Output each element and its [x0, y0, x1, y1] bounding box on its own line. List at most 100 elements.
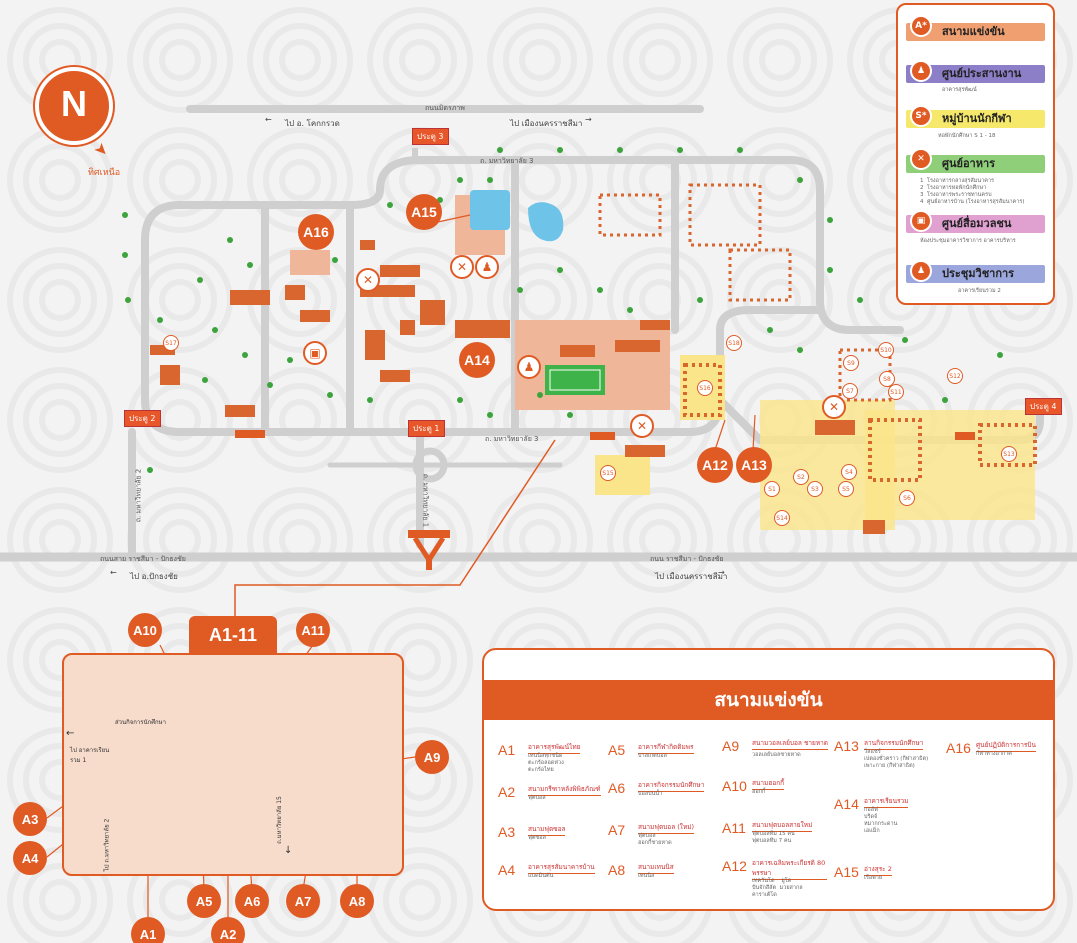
village-badge: S18 [726, 335, 742, 351]
venue-name: ศูนย์ปฏิบัติการการบิน [976, 740, 1036, 752]
food-center-icon[interactable]: ✕ [356, 268, 380, 292]
venue-code: A11 [722, 820, 746, 836]
gate-4: ประตู 4 [1025, 398, 1062, 415]
pin-a4[interactable]: A4 [13, 841, 47, 875]
venue-icon: A* [910, 15, 932, 37]
pin-a12[interactable]: A12 [697, 447, 733, 483]
pin-a6[interactable]: A6 [235, 884, 269, 918]
venue-item: A13 ลานกิจกรรมนักศึกษา วีลแชร์ เปตองชั่ว… [834, 738, 959, 778]
venue-code: A7 [608, 822, 626, 838]
village-badge: S11 [888, 384, 904, 400]
food-icon: ✕ [910, 148, 932, 170]
food-center-icon[interactable]: ✕ [822, 395, 846, 419]
legend-title: ศูนย์อาหาร [906, 155, 1045, 173]
venue-name: สนามเทนนิส [638, 862, 674, 874]
road-label-center-south: ถ. มหาวิทยาลัย 1 [421, 473, 430, 528]
venue-name: อาคารกิจกรรมนักศึกษา [638, 780, 705, 792]
venue-detail: บอลบ่นน้ำ [638, 791, 663, 797]
pin-a1[interactable]: A1 [131, 917, 165, 943]
legend-title: หมู่บ้านนักกีฬา [906, 110, 1045, 128]
venue-code: A10 [722, 778, 747, 794]
village-badge: S7 [842, 383, 858, 399]
venue-detail: วอลเลย์บอลชายหาด [752, 752, 801, 758]
food-center-icon[interactable]: ✕ [450, 255, 474, 279]
venue-detail: เทควันโด ยูโด ปันจักสีลัต มวยสากล คาราเต… [752, 878, 803, 898]
legend-sub: 1 โรงอาหารกลางสุรสัมนาคาร 2 โรงอาหารหอพั… [920, 178, 1025, 205]
legend-title: ศูนย์สื่อมวลชน [906, 215, 1045, 233]
venue-code: A1 [498, 742, 516, 758]
conference-icon: ♟ [910, 260, 932, 282]
venue-name: อาคารสุรสัมนาคารบ้าน [528, 862, 595, 874]
venue-item: A5 อาคารกีฬากิตติมพร บาสเกตบอล [608, 742, 733, 782]
venue-code: A15 [834, 864, 859, 880]
venue-detail: เรือพาย [864, 875, 883, 881]
venue-name: อาคารกีฬากิตติมพร [638, 742, 694, 754]
pin-a8[interactable]: A8 [340, 884, 374, 918]
pin-a14[interactable]: A14 [459, 342, 495, 378]
village-badge: S12 [947, 368, 963, 384]
inset-to-building: ไป อาคารเรียนรวม 1 [70, 747, 110, 764]
village-badge: S6 [899, 490, 915, 506]
venue-detail: แบดมินตัน [528, 873, 554, 879]
venue-item: A8 สนามเทนนิส เทนนิส [608, 862, 733, 902]
coordination-center-icon[interactable]: ♟ [475, 255, 499, 279]
pin-a5[interactable]: A5 [187, 884, 221, 918]
venue-name: อาคารสุรพัฒน์ไทย [528, 742, 581, 754]
venue-code: A8 [608, 862, 626, 878]
venue-item: A16 ศูนย์ปฏิบัติการการบิน กีฬาทางอากาศ [946, 740, 1053, 780]
venue-code: A6 [608, 780, 626, 796]
legend-title: ศูนย์ประสานงาน [906, 65, 1045, 83]
venue-item: A4 อาคารสุรสัมนาคารบ้าน แบดมินตัน [498, 862, 623, 902]
village-badge: S4 [841, 464, 857, 480]
media-center-icon[interactable]: ▣ [303, 341, 327, 365]
venue-name: สนามฟุตซอล [528, 824, 566, 836]
legend-title: สนามแข่งขัน [906, 23, 1045, 41]
venue-item: A1 อาคารสุรพัฒน์ไทย เทนนิสทุกชนิด ตะกร้อ… [498, 742, 623, 782]
arrow-left-icon: ← [66, 728, 75, 739]
arrow-down-icon: ↓ [284, 845, 293, 856]
food-center-icon[interactable]: ✕ [630, 414, 654, 438]
dir-highway-right: ไป เมืองนครราชสีมา [655, 572, 728, 581]
venue-code: A9 [722, 738, 740, 754]
road-label-highway-left: ถนนสาย ราชสีมา - ปักธงชัย [100, 555, 186, 563]
venue-detail: ฮอกกี้ [752, 789, 766, 795]
venue-code: A5 [608, 742, 626, 758]
pin-a11[interactable]: A11 [296, 613, 330, 647]
village-badge: S14 [774, 510, 790, 526]
village-badge: S2 [793, 469, 809, 485]
venue-item: A15 อ่างสุระ 2 เรือพาย [834, 864, 959, 904]
road-label-top: ถนนมิตรภาพ [425, 104, 465, 112]
venue-name: ลานกิจกรรมนักศึกษา [864, 738, 924, 750]
road-label-highway-right: ถนน ราชสีมา - ปักธงชัย [650, 555, 724, 563]
pin-a7[interactable]: A7 [286, 884, 320, 918]
venue-item: A6 อาคารกิจกรรมนักศึกษา บอลบ่นน้ำ [608, 780, 733, 820]
legend-sub: หอพักนักศึกษา S 1 - 18 [938, 133, 996, 139]
venue-detail: กอล์ฟ บริดจ์ หมากกระดาน เอแม็ก [864, 807, 898, 834]
dir-top-right: ไป เมืองนครราชสีมา [510, 119, 583, 128]
pin-a9[interactable]: A9 [415, 740, 449, 774]
village-badge: S15 [600, 465, 616, 481]
map-legend: สนามแข่งขัน A* ศูนย์ประสานงาน ♟ อาคารสุร… [896, 3, 1055, 305]
venue-detail: วีลแชร์ เปตองชั่วคราว (กีฬาสาธิต) เพาะกา… [864, 749, 929, 769]
village-badge: S1 [764, 481, 780, 497]
legend-title: ประชุมวิชาการ [906, 265, 1045, 283]
village-badge: S16 [697, 380, 713, 396]
north-caption: ทิศเหนือ [88, 168, 121, 178]
legend-sub: อาคารเรียนรวม 2 [958, 288, 1001, 294]
pin-a10[interactable]: A10 [128, 613, 162, 647]
village-badge: S5 [838, 481, 854, 497]
pin-a2[interactable]: A2 [211, 917, 245, 943]
pin-a3[interactable]: A3 [13, 802, 47, 836]
inset-label: A1-11 [189, 616, 277, 654]
venue-code: A2 [498, 784, 516, 800]
pin-a15[interactable]: A15 [406, 194, 442, 230]
coordination-center-icon[interactable]: ♟ [517, 355, 541, 379]
gate-1: ประตู 1 [408, 420, 445, 437]
village-badge: S3 [807, 481, 823, 497]
pin-a13[interactable]: A13 [736, 447, 772, 483]
venue-name: สนามฟุตบอลสายใหม่ [752, 820, 813, 832]
venue-item: A12 อาคารเฉลิมพระเกียรติ 80 พรรษา เทควัน… [722, 858, 847, 898]
village-badge: S13 [1001, 446, 1017, 462]
pin-a16[interactable]: A16 [298, 214, 334, 250]
dir-highway-left: ไป อ.ปักธงชัย [130, 572, 178, 581]
